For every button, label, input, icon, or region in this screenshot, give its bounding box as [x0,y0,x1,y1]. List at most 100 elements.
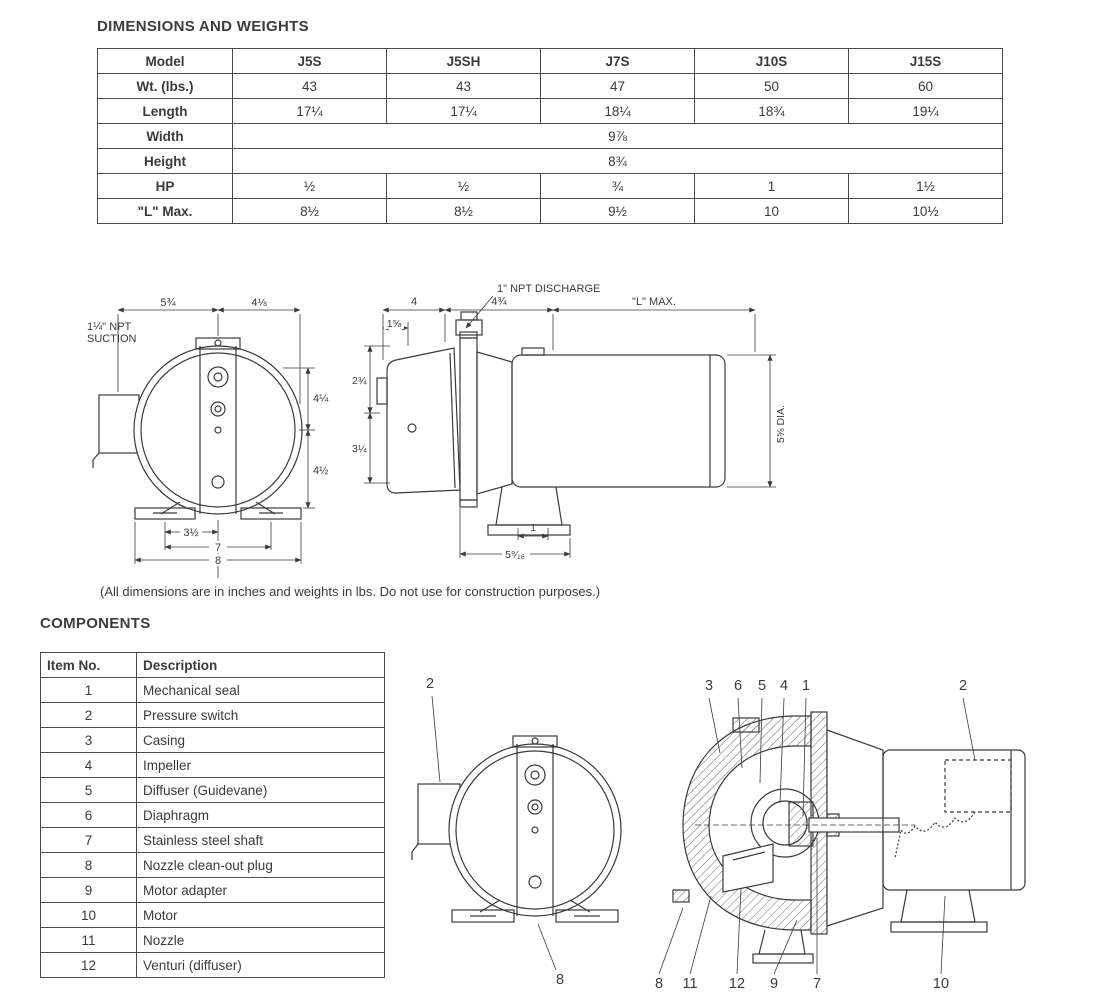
item-no: 4 [40,752,137,778]
dim-top-2: 4¾ [491,296,507,308]
row-label: HP [97,173,233,199]
dim-top-right: 4⅛ [251,297,267,309]
table-row: HP ½ ½ ¾ 1 1½ [97,173,1003,199]
col-item-no: Item No. [40,652,137,678]
dim-bottom-3: 8 [215,555,221,567]
cell: 10½ [848,198,1003,224]
cell: 19¼ [848,98,1003,124]
item-desc: Diaphragm [136,802,385,828]
dim-bottom: 5⁹⁄₁₆ [505,549,525,561]
dimensions-heading: DIMENSIONS AND WEIGHTS [97,18,309,35]
pump-body-outline [411,735,622,923]
item-no: 3 [40,727,137,753]
suction-label-line2: SUCTION [87,333,137,345]
dimensions-table: Model J5S J5SH J7S J10S J15S Wt. (lbs.) … [97,48,1003,224]
suction-label-line1: 1¼" NPT [87,321,132,333]
table-row: Length 17¼ 17¼ 18¼ 18¾ 19¼ [97,98,1003,124]
cell: 43 [232,73,387,99]
dimension-lines [364,295,776,558]
callout-cleanout-plug: 8 [556,972,564,988]
item-desc: Impeller [136,752,385,778]
item-no: 8 [40,852,137,878]
dim-bottom-1: 3½ [183,527,198,539]
dim-top-1: 4 [411,296,417,308]
dim-dia: 5⅝ DIA. [775,405,787,443]
item-no: 5 [40,777,137,803]
callout-impeller: 4 [780,678,788,694]
cell: 50 [694,73,849,99]
dim-bottom-small: 1 [530,522,536,534]
item-no: 7 [40,827,137,853]
item-no: 10 [40,902,137,928]
row-label: Wt. (lbs.) [97,73,233,99]
item-no: 11 [40,927,137,953]
table-header-row: Model J5S J5SH J7S J10S J15S [97,48,1003,74]
callout-diaphragm: 6 [734,678,742,694]
components-heading: COMPONENTS [40,615,151,632]
cell: 17¼ [232,98,387,124]
cell: ½ [386,173,541,199]
cell: 60 [848,73,1003,99]
cell: 47 [540,73,695,99]
dim-left-upper: 2¾ [352,375,367,387]
dim-right-lower: 4½ [313,465,328,477]
callout-cleanout-plug: 8 [655,976,663,992]
cell: 1 [694,173,849,199]
col-j5sh: J5SH [386,48,541,74]
table-row: "L" Max. 8½ 8½ 9½ 10 10½ [97,198,1003,224]
discharge-label: 1" NPT DISCHARGE [497,283,600,295]
components-front-view-drawing: 2 8 [411,676,622,988]
item-no: 12 [40,952,137,978]
callout-nozzle: 11 [682,976,697,992]
col-model: Model [97,48,233,74]
pump-front-view-drawing: 5¾ 4⅛ 1¼" NPT SUCTION 4¼ 4½ 3½ 7 8 [87,297,329,578]
dim-top-left: 5¾ [160,297,176,309]
item-no: 1 [40,677,137,703]
row-label: "L" Max. [97,198,233,224]
callout-leaders [658,697,976,975]
table-row: Wt. (lbs.) 43 43 47 50 60 [97,73,1003,99]
cell: 8½ [386,198,541,224]
col-j5s: J5S [232,48,387,74]
item-desc: Pressure switch [136,702,385,728]
item-desc: Stainless steel shaft [136,827,385,853]
dim-top-3: "L" MAX. [632,296,676,308]
table-row: Width 9⅞ [97,123,1003,149]
callout-motor-adapter: 9 [770,976,778,992]
col-j10s: J10S [694,48,849,74]
item-desc: Motor adapter [136,877,385,903]
cell: 18¼ [540,98,695,124]
section-body [672,711,1026,964]
callout-casing: 3 [705,678,713,694]
callout-diffuser: 5 [758,678,766,694]
dim-left-lower: 3¼ [352,443,367,455]
cell: ¾ [540,173,695,199]
cell: ½ [232,173,387,199]
callout-pressure-switch: 2 [959,678,967,694]
table-row: Height 8¾ [97,148,1003,174]
item-desc: Casing [136,727,385,753]
pump-body-outline [92,337,303,520]
callout-pressure-switch: 2 [426,676,434,692]
cell: 1½ [848,173,1003,199]
item-desc: Diffuser (Guidevane) [136,777,385,803]
cell: 8½ [232,198,387,224]
item-desc: Motor [136,902,385,928]
item-no: 6 [40,802,137,828]
cell-span: 9⅞ [232,123,1003,149]
item-desc: Mechanical seal [136,677,385,703]
item-desc: Nozzle [136,927,385,953]
cell: 43 [386,73,541,99]
